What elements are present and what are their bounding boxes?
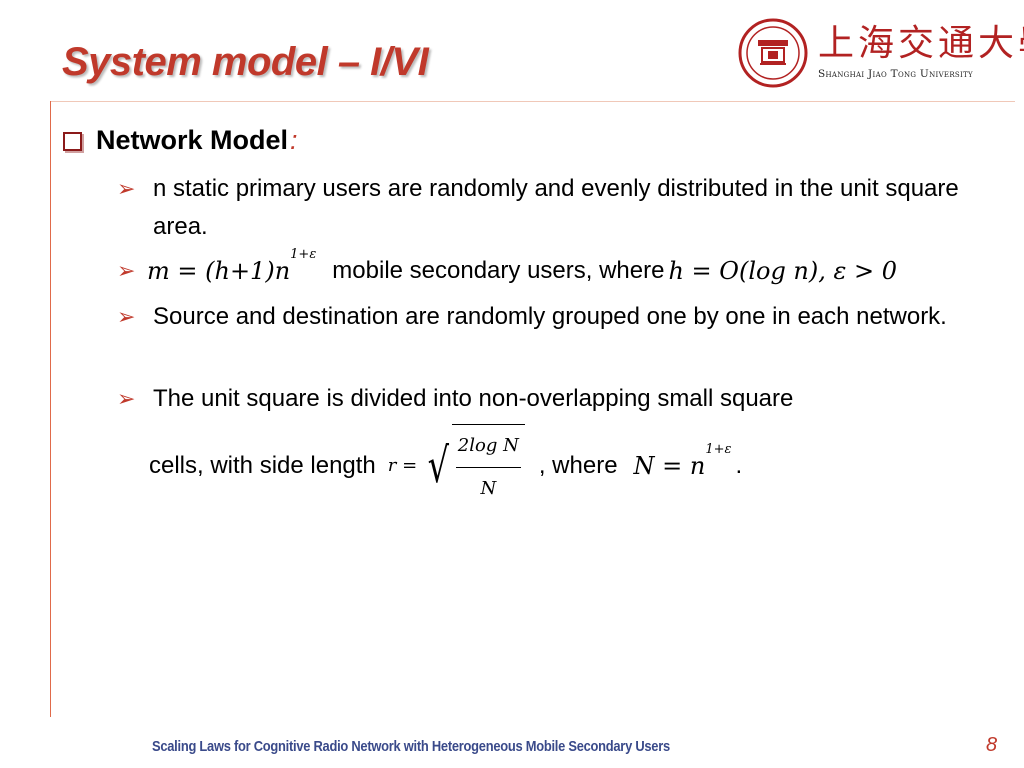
cells-lead-text: cells, with side length: [149, 452, 376, 479]
list-item: ➢ m = (h+1)n1+ε mobile secondary users, …: [117, 247, 1017, 290]
section-heading-colon: :: [290, 125, 298, 155]
sqrt-fraction: 2log N N: [451, 424, 525, 508]
footer-title: Scaling Laws for Cognitive Radio Network…: [152, 738, 670, 755]
cells-end-text: .: [735, 452, 743, 479]
arrow-bullet-icon: ➢: [117, 176, 136, 201]
header-divider: [50, 101, 1015, 102]
formula-h: h = O(log n), ε > 0: [668, 257, 898, 285]
formula-N: N = n1+ε: [633, 442, 732, 480]
list-item: ➢ Source and destination are randomly gr…: [117, 298, 997, 336]
bullet-text: The unit square is divided into non-over…: [153, 385, 794, 412]
arrow-bullet-icon: ➢: [117, 258, 136, 283]
sqrt-sign-icon: √: [427, 438, 450, 494]
left-margin-rule: [50, 101, 51, 717]
bullet-text: n static primary users are randomly and …: [153, 175, 959, 240]
arrow-bullet-icon: ➢: [117, 304, 136, 329]
list-item: ➢ The unit square is divided into non-ov…: [117, 380, 1017, 418]
logo-chinese-name: 上海交通大學: [818, 23, 1024, 64]
section-heading-text: Network Model: [96, 125, 289, 155]
bullet-text: mobile secondary users, where: [332, 257, 665, 284]
formula-r-label: r =: [387, 455, 418, 476]
bullet-text: Source and destination are randomly grou…: [153, 303, 947, 330]
sqrt-numerator: 2log N: [455, 427, 521, 468]
university-logo: 上海交通大學 Shanghai Jiao Tong University: [738, 18, 1024, 90]
formula-r: r = √ 2log N N: [388, 424, 525, 508]
page-number: 8: [986, 734, 998, 756]
checkbox-bullet-icon: [63, 132, 82, 151]
section-heading: Network Model :: [63, 125, 298, 156]
university-seal-icon: [738, 18, 808, 88]
slide-title: System model – I/VI: [62, 40, 429, 84]
cells-continuation-line: cells, with side length r = √ 2log N N ,…: [149, 424, 742, 508]
formula-m: m = (h+1)n1+ε: [147, 247, 317, 285]
arrow-bullet-icon: ➢: [117, 386, 136, 411]
logo-english-name: Shanghai Jiao Tong University: [818, 68, 973, 80]
list-item: ➢ n static primary users are randomly an…: [117, 170, 997, 246]
sqrt-denominator: N: [480, 478, 497, 499]
cells-mid-text: , where: [538, 452, 618, 479]
